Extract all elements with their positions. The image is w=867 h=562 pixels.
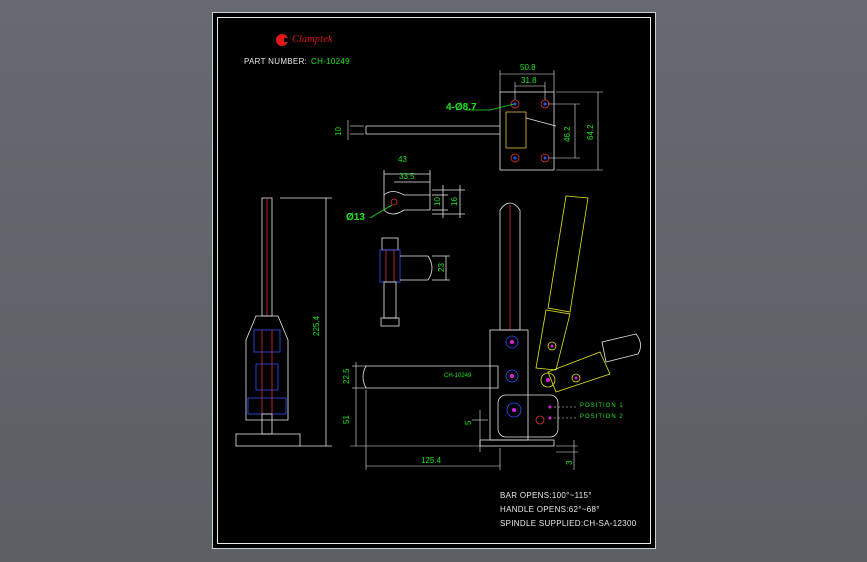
bar-model-label: CH-10249 [444,373,472,379]
dim-50-8: 50.8 [520,63,536,72]
left-side-view [235,197,332,447]
top-view-dimensions [347,70,603,171]
dim-10-b: 10 [433,197,442,206]
dim-125-4: 125.4 [421,456,442,465]
dim-64-2: 64.2 [586,124,595,140]
spec-spindle: SPINDLE SUPPLIED:CH-SA-12300 [500,519,637,528]
dim-3: 3 [565,460,574,465]
front-view-dimensions [350,362,578,470]
spec-handle-opens: HANDLE OPENS:62°~68° [500,505,600,514]
brand-logo-text: Clamptek [292,34,333,45]
drawing-sheet [212,12,656,549]
dim-225-4: 225.4 [312,315,321,336]
part-number-value: CH-10249 [311,57,350,66]
dim-43: 43 [398,155,407,164]
front-view [362,202,559,447]
dim-51: 51 [342,415,351,424]
clamptek-logo-icon [276,34,291,46]
spindle-side-view [379,237,450,327]
dim-23: 23 [437,263,446,272]
dim-5: 5 [464,420,473,425]
dim-holes: 4-Ø8.7 [446,102,477,113]
dim-33-5: 33.5 [399,172,415,181]
leader-holes [466,103,515,111]
drawing-border [217,17,651,544]
dim-phi13: Ø13 [346,212,365,223]
spindle-eye-view [383,170,465,218]
leader-phi13 [369,204,393,219]
dim-22-5: 22.5 [342,368,351,384]
spec-bar-opens: BAR OPENS:100°~115° [500,491,592,500]
position-1-label: POSITION 1 [580,403,624,409]
top-view [365,91,557,171]
dim-31-8: 31.8 [521,76,537,85]
handle-positions [535,195,641,420]
dim-16: 16 [450,197,459,206]
part-number-label: PART NUMBER: [244,57,308,66]
position-2-label: POSITION 2 [580,414,624,420]
dim-10-top: 10 [334,127,343,136]
dim-46-2: 46.2 [563,126,572,142]
